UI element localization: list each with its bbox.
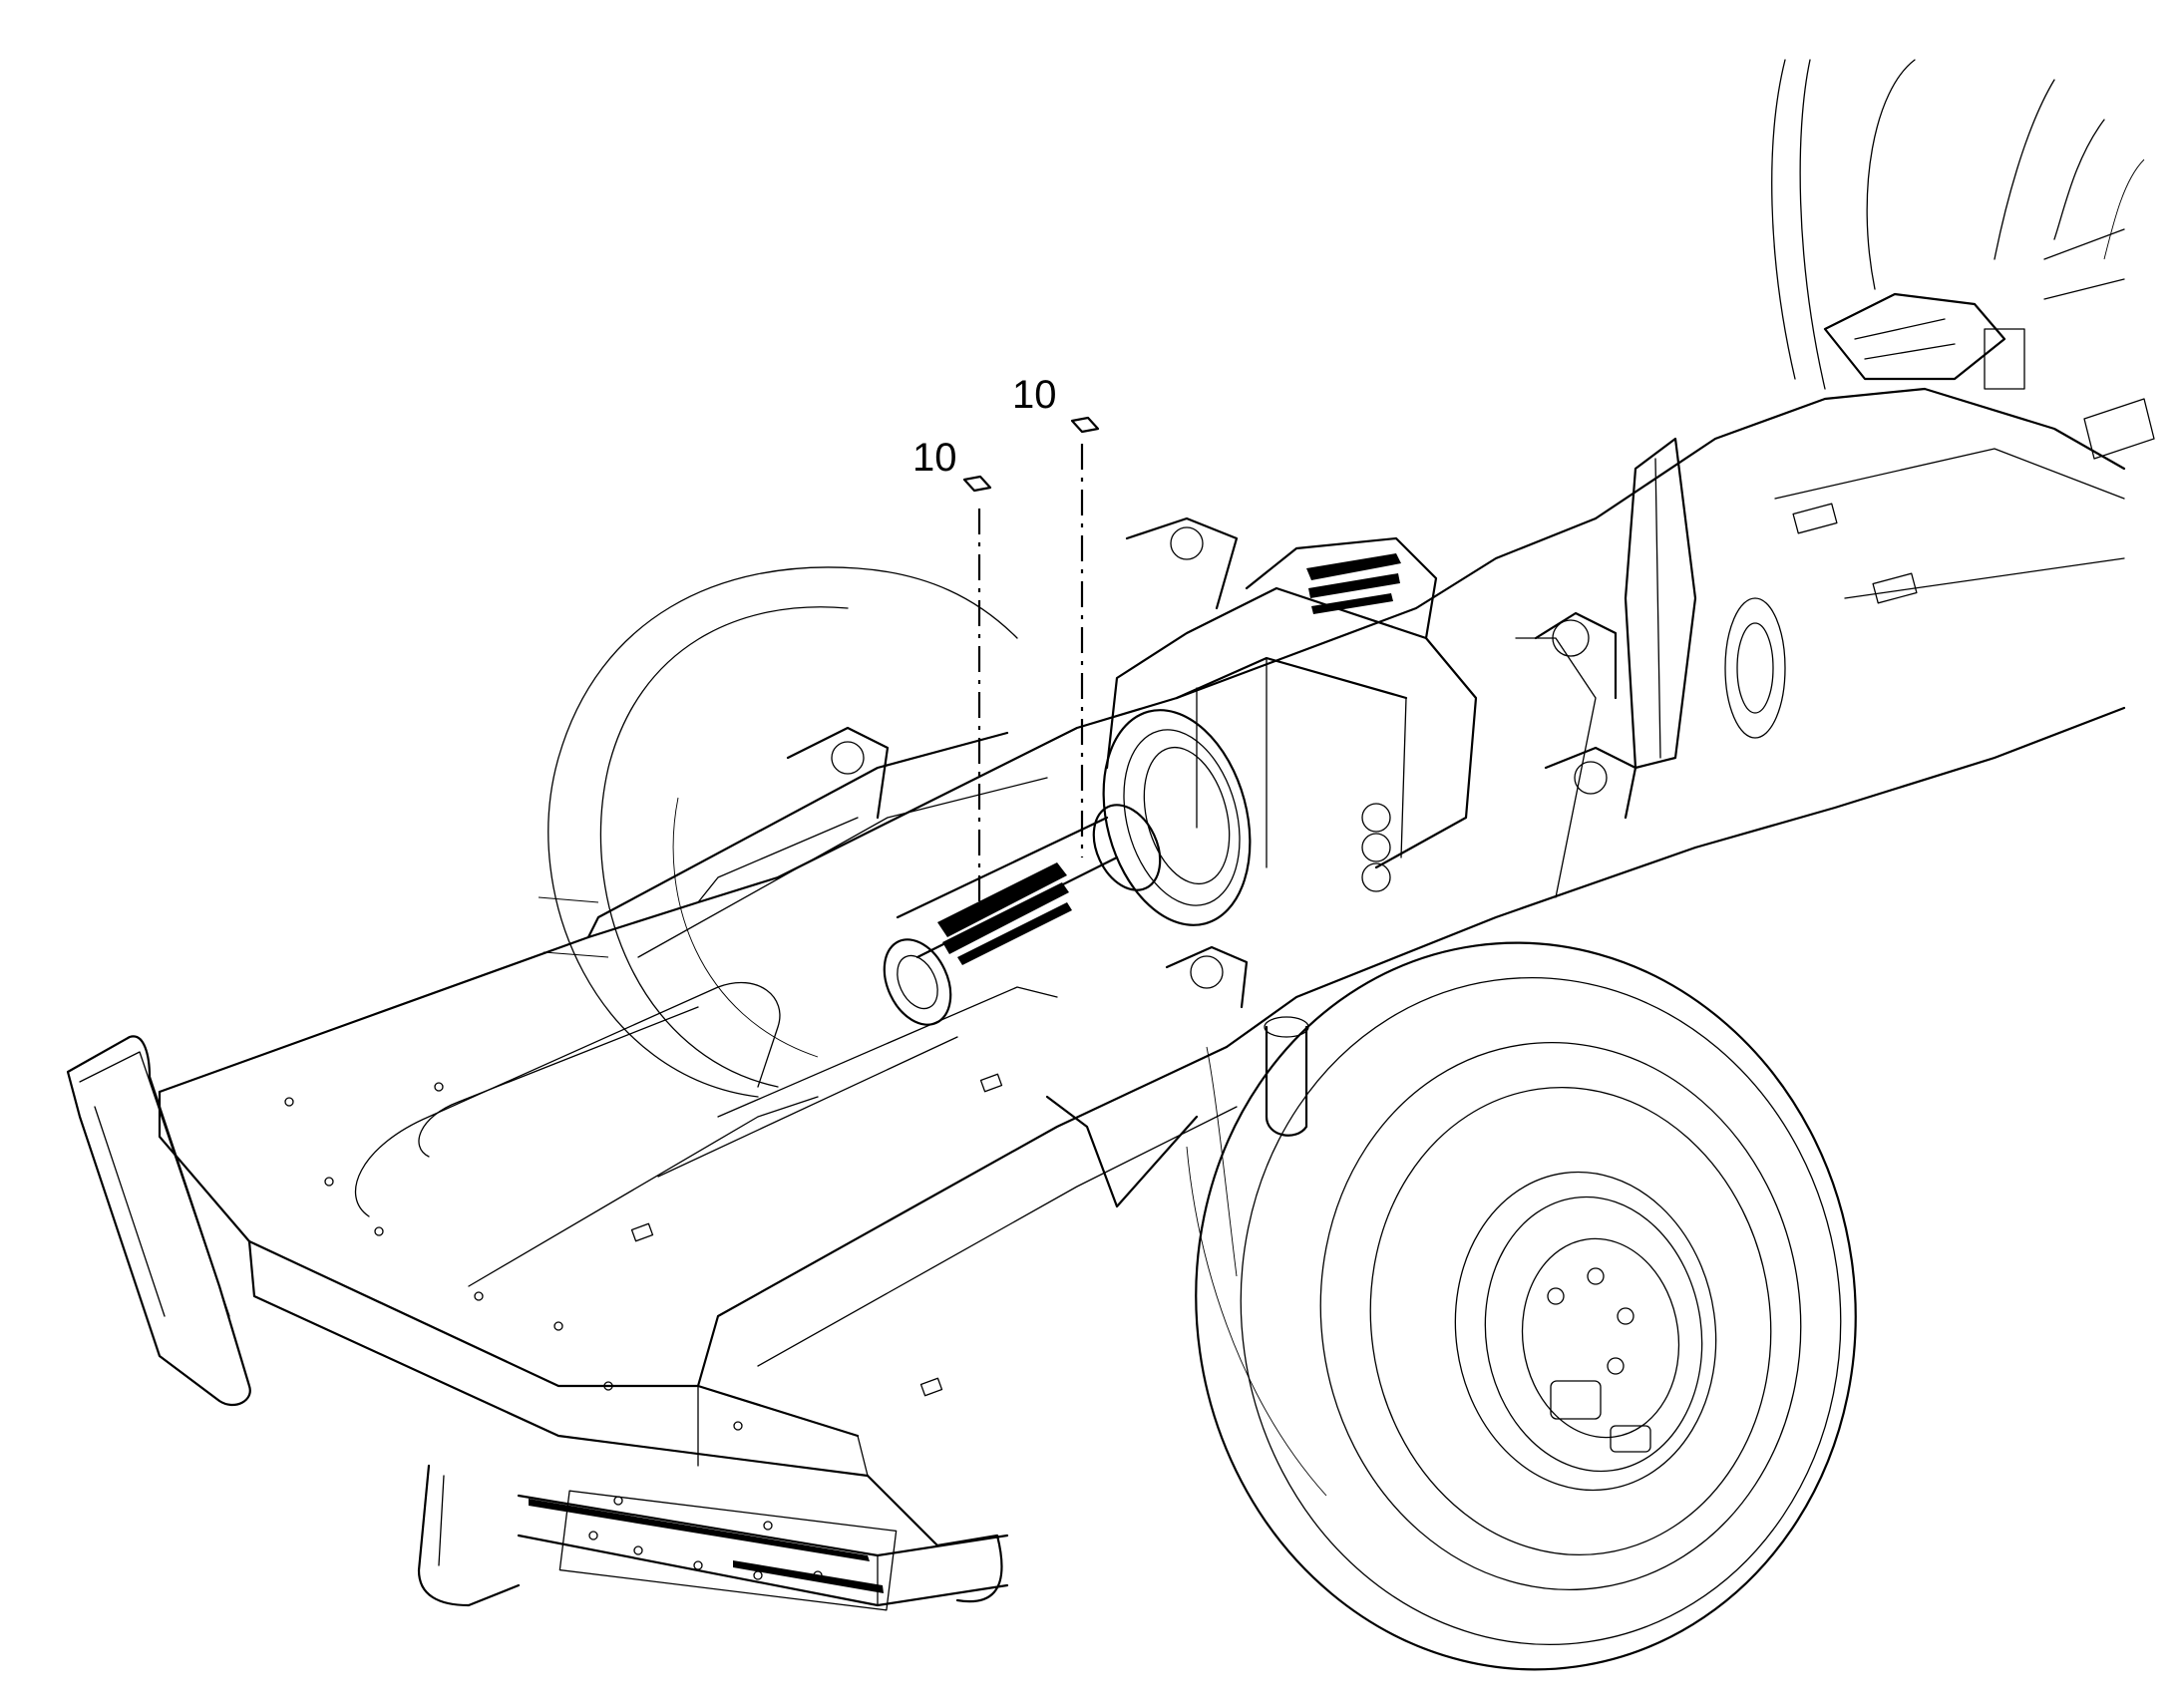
callout-right-group: 10: [1012, 373, 1100, 857]
rear-right-wheel: [1771, 59, 2145, 390]
front-bumper-guard: [66, 1035, 1009, 1611]
callout-left-group: 10: [912, 436, 992, 902]
callout-right-label: 10: [1012, 373, 1057, 417]
front-right-wheel: [1186, 941, 1857, 1671]
driveshaft: [883, 804, 1162, 1026]
rear-left-wheel: [538, 566, 1018, 1098]
rear-frame-section: [1594, 228, 2155, 850]
callout-left-label: 10: [912, 436, 957, 480]
chassis-frame: [158, 516, 1697, 1478]
transmission-housing: [1102, 536, 1478, 926]
callout-right-marker: [1070, 416, 1100, 434]
callout-left-marker: [962, 475, 992, 493]
axle-supports: [786, 516, 1637, 1137]
